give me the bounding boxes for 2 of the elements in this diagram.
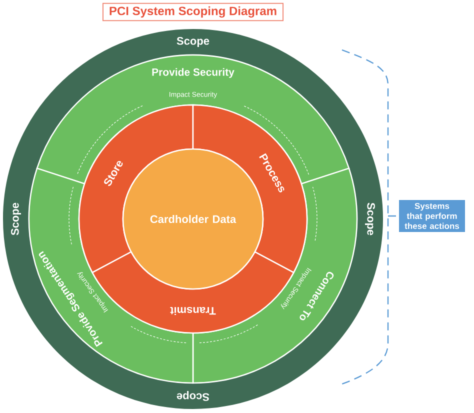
- callout-box: Systems that perform these actions: [399, 200, 465, 232]
- title-box: PCI System Scoping Diagram: [102, 2, 284, 22]
